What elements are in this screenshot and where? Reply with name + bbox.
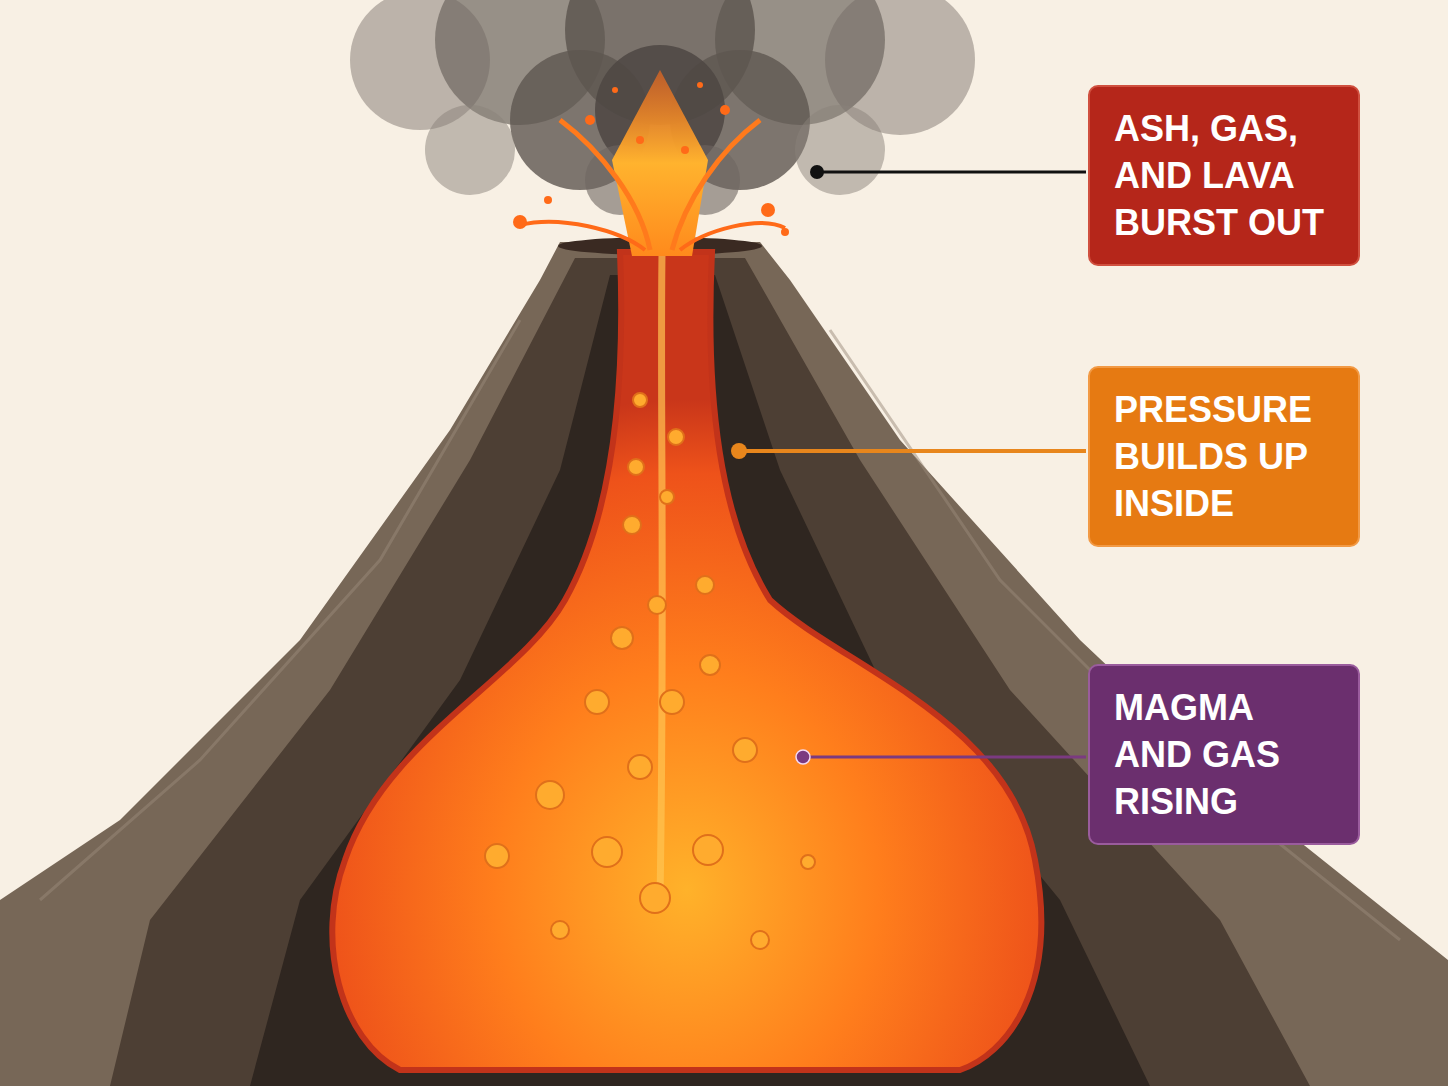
lava-drop (612, 87, 618, 93)
lava-drop (781, 228, 789, 236)
callout-text: MAGMA AND GAS RISING (1114, 684, 1334, 825)
gas-bubble (628, 459, 644, 475)
magma-body (332, 252, 1041, 1070)
lava-drop (720, 105, 730, 115)
gas-bubble (668, 429, 684, 445)
leader-line (739, 449, 1086, 453)
lava-drop (513, 215, 527, 229)
gas-bubbles (485, 393, 815, 949)
callout-text: PRESSURE BUILDS UP INSIDE (1114, 386, 1334, 527)
lava-drop (761, 203, 775, 217)
lava-eruption (513, 70, 789, 256)
lava-spatter (513, 82, 789, 236)
leader-line (817, 171, 1086, 174)
gas-bubble (592, 837, 622, 867)
lava-fountain (612, 70, 708, 256)
gas-bubble (628, 755, 652, 779)
lava-drop (697, 82, 703, 88)
lava-drop (681, 146, 689, 154)
magma-core-streak (660, 255, 662, 900)
ash-puff (795, 105, 885, 195)
leader-dot (731, 443, 747, 459)
gas-bubble (611, 627, 633, 649)
gas-bubble (801, 855, 815, 869)
leader-lines (731, 165, 1086, 764)
callout-text: ASH, GAS, AND LAVA BURST OUT (1114, 105, 1334, 246)
lava-jet (520, 222, 645, 250)
gas-bubble (551, 921, 569, 939)
leader-dot (796, 750, 810, 764)
gas-bubble (536, 781, 564, 809)
gas-bubble (648, 596, 666, 614)
callout-box: MAGMA AND GAS RISING (1088, 664, 1360, 845)
gas-bubble (485, 844, 509, 868)
leader-dot (810, 165, 824, 179)
lava-drop (544, 196, 552, 204)
magma-chamber (332, 252, 1041, 1070)
gas-bubble (733, 738, 757, 762)
gas-bubble (623, 516, 641, 534)
volcano-cone (0, 237, 1448, 1086)
gas-bubble (585, 690, 609, 714)
gas-bubble (751, 931, 769, 949)
gas-bubble (640, 883, 670, 913)
gas-bubble (696, 576, 714, 594)
gas-bubble (660, 690, 684, 714)
gas-bubble (700, 655, 720, 675)
callout-box: PRESSURE BUILDS UP INSIDE (1088, 366, 1360, 547)
gas-bubble (693, 835, 723, 865)
gas-bubble (633, 393, 647, 407)
lava-jet (680, 223, 785, 250)
gas-bubble (660, 490, 674, 504)
lava-drop (585, 115, 595, 125)
leader-line (803, 756, 1086, 759)
lava-drop (636, 136, 644, 144)
callout-box: ASH, GAS, AND LAVA BURST OUT (1088, 85, 1360, 266)
ash-puff (425, 105, 515, 195)
cone-outer-layer (0, 242, 1448, 1086)
